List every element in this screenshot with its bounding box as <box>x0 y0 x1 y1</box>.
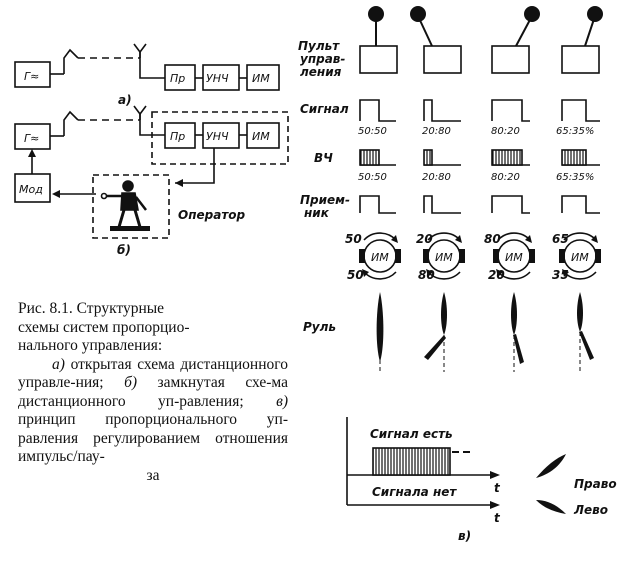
scheme-b-actuator-label: ИМ <box>252 130 270 143</box>
caption-item-b-text: замкнутая схе-ма дистанционного уп-равле… <box>18 374 288 410</box>
panel-80-20 <box>491 6 540 74</box>
receiver-row-label-line2: ник <box>304 206 330 220</box>
motor-1-right-value: 50 <box>347 268 364 282</box>
rudder-80-20 <box>511 292 524 372</box>
motor-65-35 <box>559 232 601 280</box>
motor-label-2: ИМ <box>435 251 453 264</box>
scheme-b-amplifier-label: УНЧ <box>206 130 229 143</box>
actuator-motors <box>359 232 601 280</box>
scheme-a-open-loop <box>14 43 280 91</box>
caption-item-v-letter: в) <box>276 392 288 410</box>
motor-label-4: ИМ <box>571 251 589 264</box>
motor-2-left-value: 20 <box>416 232 433 246</box>
timing-diagram <box>346 417 566 514</box>
caption-item-a-letter: а) <box>52 355 65 373</box>
scheme-b-transmit-antenna <box>63 110 79 136</box>
scheme-a-receive-antenna <box>133 43 147 54</box>
hf-waveforms <box>359 149 600 166</box>
caption-item-a: а) открытая схема дистанционного управле… <box>18 356 288 467</box>
signal-waveforms <box>359 99 600 122</box>
scheme-v-label: в) <box>458 529 471 543</box>
hf-row-label: ВЧ <box>314 151 333 165</box>
motor-4-right-value: 35 <box>552 268 569 282</box>
caption-last-line: за <box>146 466 160 484</box>
left-label: Лево <box>573 503 608 517</box>
operator-label: Оператор <box>178 208 246 222</box>
signal-row-label: Сигнал <box>300 102 349 116</box>
scheme-b-closed-loop <box>14 105 289 239</box>
modulator-label: Мод <box>19 183 43 196</box>
motor-2-right-value: 80 <box>418 268 435 282</box>
panel-65-35 <box>561 6 603 74</box>
scheme-a-actuator-label: ИМ <box>252 72 270 85</box>
caption-item-a-text: открытая схема дистанционного управле-ни… <box>18 355 288 392</box>
scheme-b-label: б) <box>117 243 131 257</box>
scheme-b-actuator-box <box>246 122 280 149</box>
rudder-left-icon <box>536 500 566 514</box>
motor-3-right-value: 20 <box>488 268 505 282</box>
hf-ratio-4: 65:35% <box>556 172 594 183</box>
hf-ratio-2: 20:80 <box>422 172 451 183</box>
scheme-a-actuator-box <box>246 64 280 91</box>
hf-ratio-3: 80:20 <box>491 172 520 183</box>
motor-20-80 <box>423 232 465 280</box>
hf-ratio-1: 50:50 <box>358 172 387 183</box>
scheme-a-transmit-antenna <box>63 48 79 74</box>
signal-ratio-1: 50:50 <box>358 126 387 137</box>
scheme-a-receiver-label: Пр <box>170 72 185 85</box>
signal-ratio-2: 20:80 <box>422 126 451 137</box>
signal-absent-label: Сигнала нет <box>372 485 457 499</box>
panel-50-50 <box>359 6 398 74</box>
signal-present-label: Сигнал есть <box>370 427 453 441</box>
receiver-waveforms <box>359 195 600 214</box>
rudder-right-icon <box>536 454 566 478</box>
motor-4-left-value: 65 <box>552 232 569 246</box>
operator-figure <box>100 180 150 231</box>
signal-ratio-3: 80:20 <box>491 126 520 137</box>
panel-20-80 <box>410 6 462 74</box>
rudder-50-50 <box>376 292 384 372</box>
control-panel-label-line3: ления <box>300 65 342 79</box>
control-panels <box>359 6 603 74</box>
caption-title: Рис. 8.1. Структурные <box>18 300 165 317</box>
rudders <box>376 292 594 372</box>
control-panel-label-line2: управ- <box>300 52 345 66</box>
caption-item-b-letter: б) <box>124 374 138 391</box>
rudder-row-label: Руль <box>303 320 336 334</box>
motor-1-left-value: 50 <box>345 232 362 246</box>
caption-line-2: нального управления: <box>18 337 163 354</box>
motor-80-20 <box>493 232 535 280</box>
time-label-upper: t <box>494 481 501 495</box>
figure-caption: Рис. 8.1. Структурные схемы систем пропо… <box>18 300 288 485</box>
caption-line-1: схемы систем пропорцио- <box>18 318 190 336</box>
scheme-b-vehicle-boundary <box>151 111 289 165</box>
motor-50-50 <box>359 232 401 280</box>
rudder-20-80 <box>424 292 447 372</box>
caption-item-v-text: принцип пропорционального уп-равления ре… <box>18 411 288 465</box>
motor-label-3: ИМ <box>505 251 523 264</box>
scheme-b-generator-label: Г≈ <box>24 132 39 145</box>
receiver-row-label-line1: Прием- <box>300 193 350 207</box>
scheme-b-receiver-label: Пр <box>170 130 185 143</box>
rudder-65-35 <box>577 292 594 372</box>
motor-label-1: ИМ <box>371 251 389 264</box>
motor-3-left-value: 80 <box>484 232 501 246</box>
signal-burst <box>372 447 451 476</box>
scheme-b-feedback-line <box>175 148 215 184</box>
time-label-lower: t <box>494 511 501 525</box>
scheme-b-modulator-box <box>14 173 51 203</box>
scheme-b-receive-antenna <box>133 105 147 116</box>
signal-ratio-4: 65:35% <box>556 126 594 137</box>
scheme-a-label: а) <box>118 93 132 107</box>
scheme-a-generator-label: Г≈ <box>24 70 39 83</box>
control-panel-label-line1: Пульт <box>298 39 340 53</box>
scheme-a-amplifier-label: УНЧ <box>206 72 229 85</box>
right-label: Право <box>574 477 617 491</box>
